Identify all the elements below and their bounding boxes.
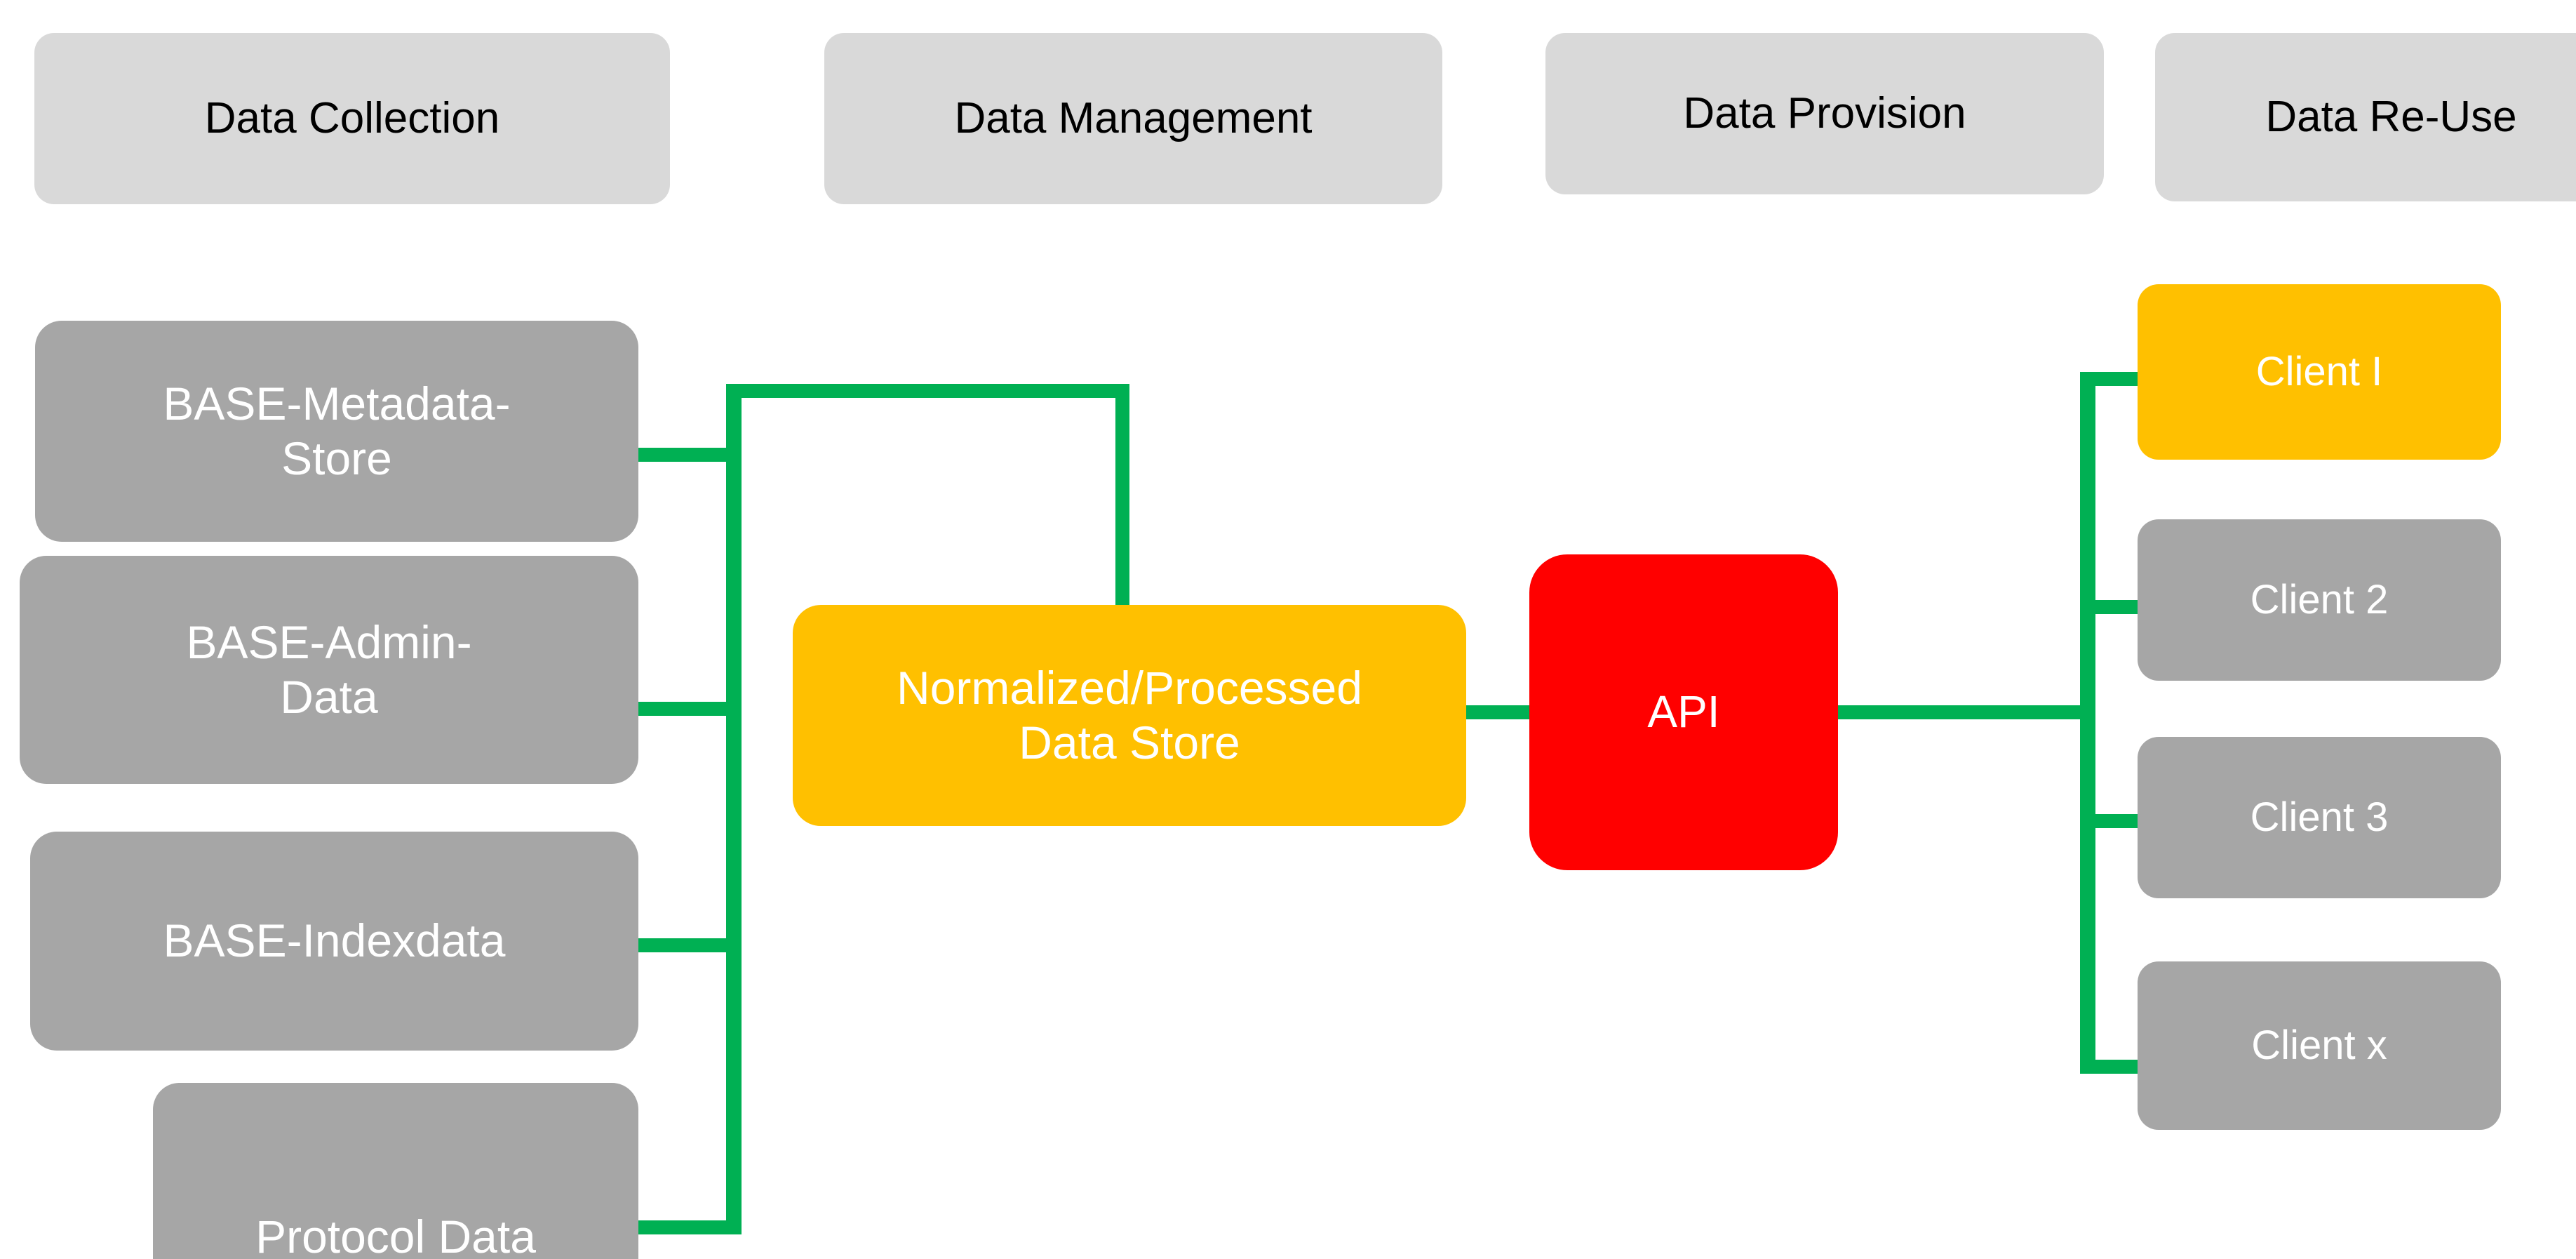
node-label-protocol-data: Protocol Data — [255, 1211, 536, 1259]
node-label-base-indexdata: BASE-Indexdata — [163, 914, 506, 967]
phase-box-data-provision[interactable]: Data Provision — [1545, 33, 2104, 194]
connector-left-trunk — [726, 384, 742, 1234]
connector-right-trunk — [2080, 372, 2095, 1074]
node-client-x[interactable]: Client x — [2138, 961, 2501, 1130]
connector-admin-data-to-trunk — [635, 702, 742, 716]
node-label-base-metadata-store: BASE-Metadata- Store — [163, 377, 511, 484]
phase-label-data-management: Data Management — [954, 94, 1313, 143]
node-base-admin-data[interactable]: BASE-Admin- Data — [20, 556, 638, 784]
node-label-api: API — [1647, 686, 1720, 738]
node-protocol-data[interactable]: Protocol Data — [153, 1083, 638, 1259]
connector-rail-drop-to-store — [1115, 384, 1129, 610]
connector-store-to-api — [1463, 705, 1533, 719]
phase-label-data-re-use: Data Re-Use — [2265, 93, 2517, 142]
connector-metadata-store-to-trunk — [635, 448, 742, 462]
phase-label-data-provision: Data Provision — [1683, 89, 1966, 138]
node-client-3[interactable]: Client 3 — [2138, 737, 2501, 898]
node-label-client-3: Client 3 — [2250, 794, 2389, 840]
node-base-metadata-store[interactable]: BASE-Metadata- Store — [35, 321, 638, 542]
node-label-normalized-processed-data-store: Normalized/Processed Data Store — [897, 661, 1362, 768]
connector-trunk-top-rail — [726, 384, 1129, 398]
connector-protocol-data-to-trunk — [635, 1220, 742, 1234]
phase-box-data-re-use[interactable]: Data Re-Use — [2155, 33, 2576, 201]
connector-api-to-right-trunk — [1831, 705, 2094, 719]
node-label-client-2: Client 2 — [2250, 576, 2389, 622]
node-normalized-processed-data-store[interactable]: Normalized/Processed Data Store — [793, 605, 1466, 826]
node-label-base-admin-data: BASE-Admin- Data — [186, 615, 472, 723]
phase-box-data-collection[interactable]: Data Collection — [34, 33, 670, 204]
node-api[interactable]: API — [1529, 554, 1838, 870]
connector-indexdata-to-trunk — [635, 938, 742, 952]
phase-box-data-management[interactable]: Data Management — [824, 33, 1442, 204]
node-client-2[interactable]: Client 2 — [2138, 519, 2501, 681]
phase-label-data-collection: Data Collection — [204, 94, 500, 143]
node-client-1[interactable]: Client I — [2138, 284, 2501, 460]
node-label-client-1: Client I — [2255, 348, 2383, 394]
node-base-indexdata[interactable]: BASE-Indexdata — [30, 832, 638, 1051]
node-label-client-x: Client x — [2251, 1022, 2387, 1068]
